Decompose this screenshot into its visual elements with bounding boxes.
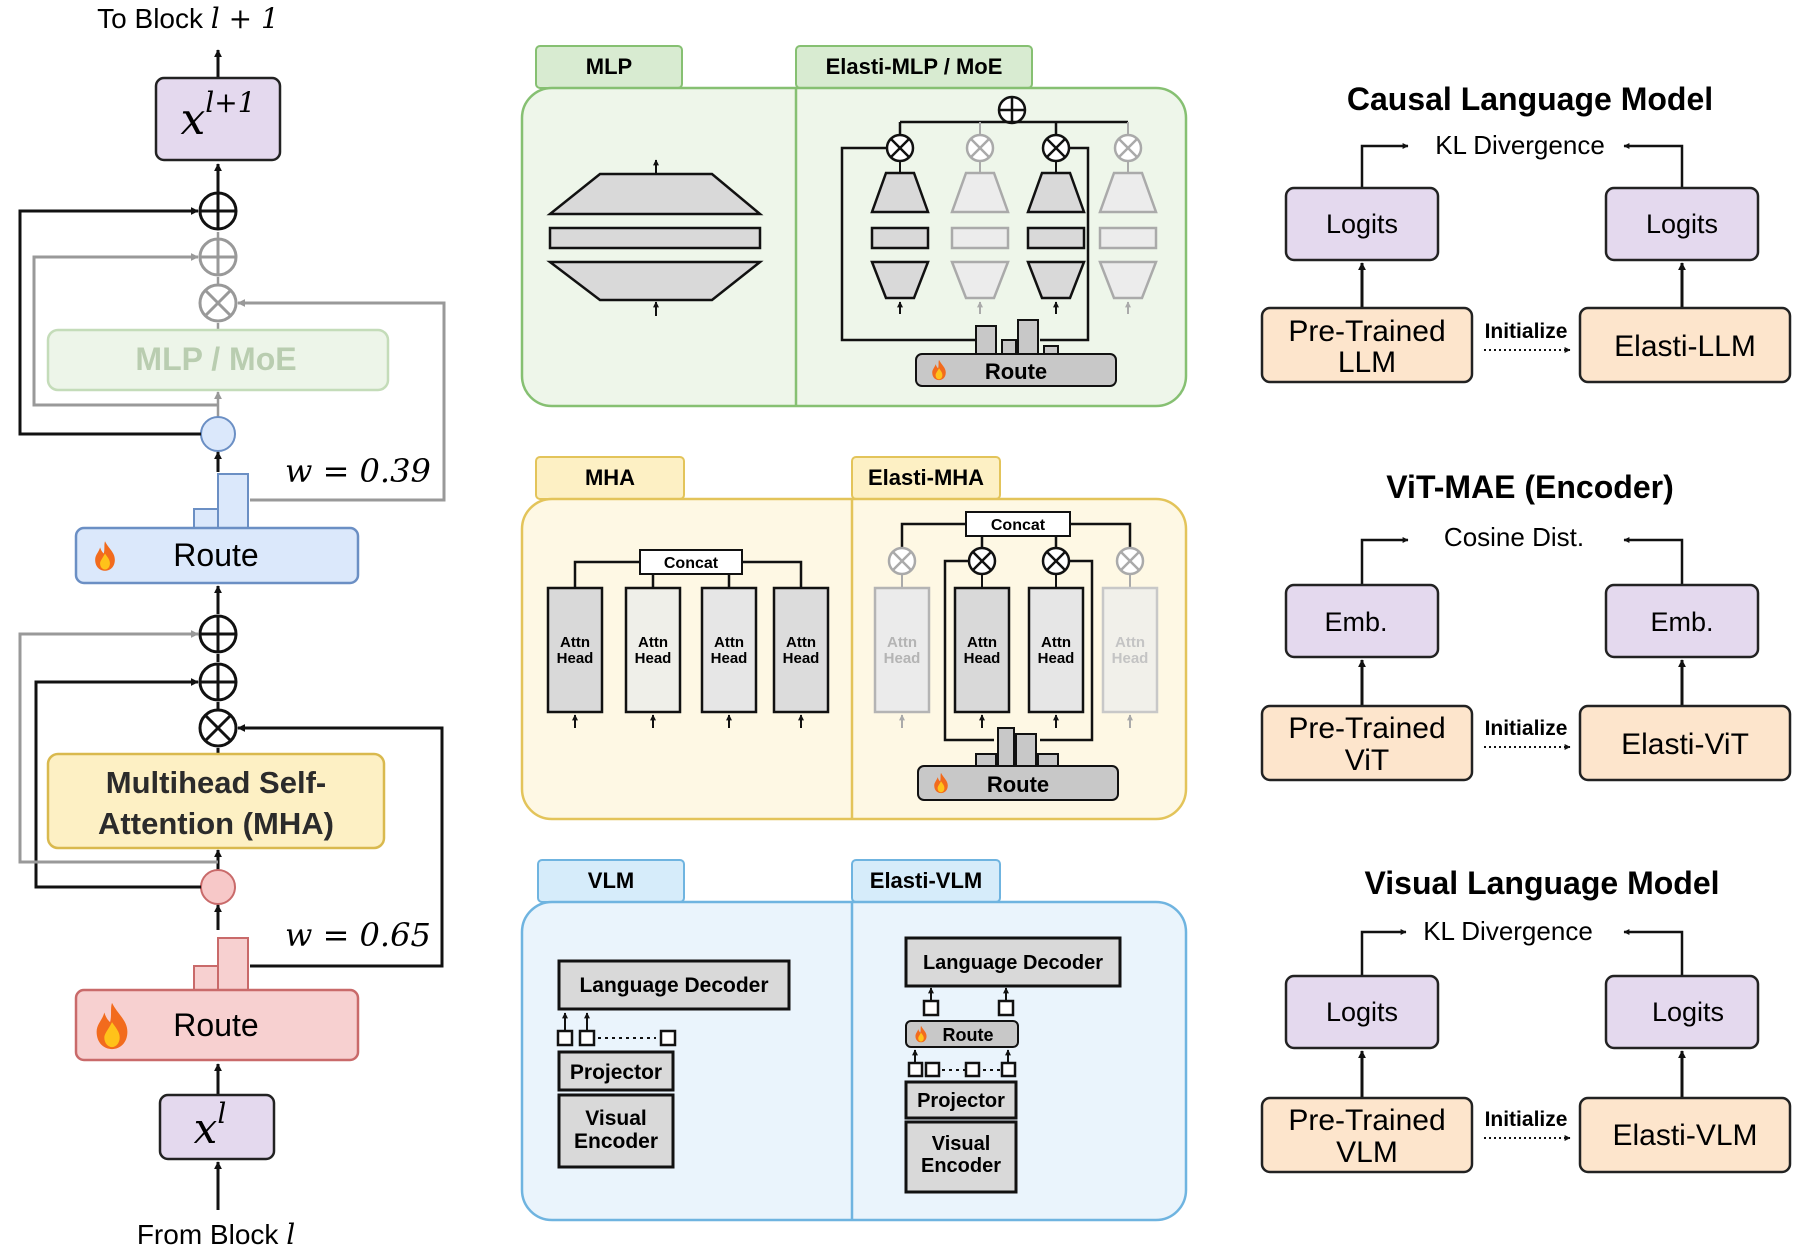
panel-title: Visual Language Model [1364,865,1719,901]
tab-mlp: MLP [586,54,632,79]
route-mha-box [74,988,360,1062]
x-curr-label: xl [194,1097,227,1153]
student-output-label: Logits [1646,209,1718,239]
to-block-label: To Block l + 1 [97,2,279,35]
vlm-visual-encoder-line1: Visual [585,1107,646,1130]
elasti-vlm-visual-encoder-line1: Visual [932,1133,991,1155]
teacher-model-line1: Pre-Trained [1288,1104,1445,1137]
student-output-label: Logits [1652,997,1724,1027]
left-block-diagram: To Block l + 1 xl+1 MLP / MoE [18,2,446,1248]
tab-elasti-mha: Elasti-MHA [868,465,984,490]
red-branch-node [200,869,236,905]
teacher-output-label: Logits [1326,209,1398,239]
teacher-model-line1: Pre-Trained [1288,315,1445,348]
x-curr-box [158,1093,276,1161]
initialize-label: Initialize [1485,1108,1568,1131]
mha-label-line1: Multihead Self- [106,765,326,800]
concat-label: Concat [664,555,719,572]
vlm-language-decoder: Language Decoder [579,974,768,997]
student-model-label: Elasti-ViT [1621,728,1749,761]
attn-head-label-inactive: Attn [887,634,917,651]
route-mlp-box [74,526,360,585]
attn-head-label-inactive: Head [884,650,921,667]
route-mlp-label: Route [173,537,258,573]
attn-head-label: Attn [786,634,816,651]
teacher-model-line2: VLM [1336,1136,1398,1169]
initialize-label: Initialize [1485,320,1568,343]
tab-vlm: VLM [588,868,634,893]
attn-head-label-inactive: Attn [1115,634,1145,651]
vlm-visual-encoder-line2: Encoder [574,1130,658,1153]
panel-title: Causal Language Model [1347,81,1713,117]
mlp-moe-block [46,328,390,392]
panel-metric: KL Divergence [1423,916,1593,946]
tab-elasti-vlm: Elasti-VLM [870,868,982,893]
mlp-weight-label: w = 0.39 [285,452,431,490]
teacher-model-line1: Pre-Trained [1288,712,1445,745]
attn-head-label: Head [964,650,1001,667]
attn-head-label: Head [711,650,748,667]
tab-mha: MHA [585,465,635,490]
panel-metric: Cosine Dist. [1444,522,1584,552]
tab-elasti-mlp: Elasti-MLP / MoE [826,54,1003,79]
blue-branch-node [200,416,236,452]
teacher-model-line2: ViT [1345,744,1389,777]
elasti-vlm-projector: Projector [917,1090,1005,1112]
teacher-model-line2: LLM [1338,346,1396,379]
mlp-moe-label: MLP / MoE [135,341,296,377]
attn-head-label: Head [635,650,672,667]
attn-head-label-inactive: Head [1112,650,1149,667]
attn-head-label: Attn [560,634,590,651]
attn-head-label: Attn [638,634,668,651]
panel-title: ViT-MAE (Encoder) [1386,469,1673,505]
elasti-concat-label: Concat [991,517,1046,534]
elasti-mha-route-label: Route [987,772,1049,797]
mlp-panel: MLP Elasti-MLP / MoE [520,45,1188,408]
mha-block [46,752,386,850]
mha-weight-label: w = 0.65 [285,916,431,954]
teacher-output-label: Logits [1326,997,1398,1027]
vlm-projector: Projector [570,1061,662,1084]
x-next-label: xl+1 [180,86,255,145]
attn-head-label: Attn [1041,634,1071,651]
from-block-label: From Block l [137,1218,295,1248]
elasti-mlp-route-label: Route [985,359,1047,384]
elasti-vlm-visual-encoder-line2: Encoder [921,1155,1001,1177]
right-distillation-panels: Causal Language Model KL Divergence Logi… [1260,81,1792,1174]
attn-head-label: Head [1038,650,1075,667]
teacher-output-label: Emb. [1324,607,1387,637]
attn-head-label: Attn [714,634,744,651]
elasti-vlm-route-label: Route [943,1025,994,1045]
elasti-vlm-language-decoder: Language Decoder [923,952,1103,974]
mha-panel: MHA Elasti-MHA Concat Attn Head Attn Hea… [520,456,1188,821]
route-mha-label: Route [173,1007,258,1043]
initialize-label: Initialize [1485,717,1568,740]
student-output-label: Emb. [1650,607,1713,637]
x-next-box [154,76,282,162]
panel-metric: KL Divergence [1435,130,1605,160]
student-model-label: Elasti-VLM [1612,1119,1757,1152]
vlm-panel: VLM Elasti-VLM Language Decoder Projecto… [520,859,1188,1222]
attn-head-label: Attn [967,634,997,651]
attn-head-label: Head [557,650,594,667]
attn-head-label: Head [783,650,820,667]
mha-label-line2: Attention (MHA) [98,806,334,841]
student-model-label: Elasti-LLM [1614,330,1756,363]
